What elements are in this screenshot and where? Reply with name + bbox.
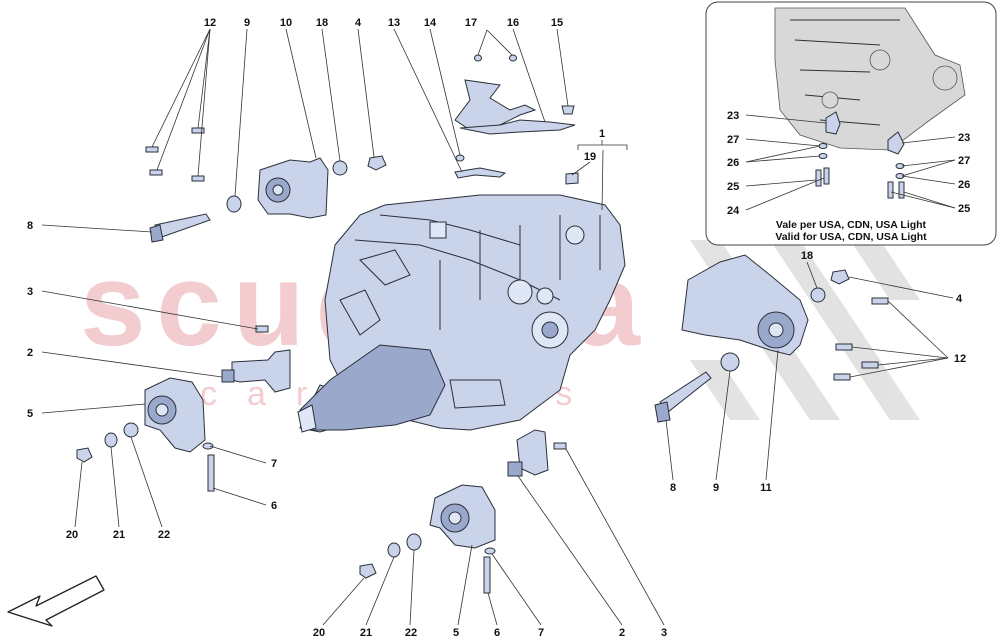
bolt-12-right-d — [833, 373, 851, 381]
callout: 20 — [66, 529, 78, 541]
inset-callout: 27 — [958, 155, 970, 167]
callout: 11 — [760, 482, 772, 494]
nut-20-bottom — [359, 563, 377, 579]
callout: 16 — [507, 17, 519, 29]
nut-4-left — [367, 155, 387, 171]
inset-callout: 23 — [958, 132, 970, 144]
callout: 12 — [204, 17, 216, 29]
bolts-12-left — [145, 127, 205, 182]
callout: 19 — [584, 151, 596, 163]
rubber-mount-5-bottom — [429, 484, 496, 549]
left-mount-bracket — [257, 157, 329, 219]
callouts-left: 8 3 2 5 7 6 20 21 22 — [27, 220, 277, 541]
inset-callouts: 23 27 26 25 24 23 27 26 25 — [727, 110, 970, 217]
callout: 2 — [619, 627, 625, 639]
inset-callout: 25 — [727, 181, 739, 193]
callout: 21 — [113, 529, 125, 541]
screw-3-bottom — [553, 442, 567, 450]
washer-9-right — [720, 352, 740, 372]
washer-21-left — [104, 432, 118, 448]
callout: 20 — [313, 627, 325, 639]
callouts-top: 12 9 10 18 4 13 14 17 16 15 1 19 — [204, 17, 605, 163]
bolt-12-right-c — [861, 361, 879, 369]
direction-arrow-icon — [7, 575, 105, 627]
bolt-12-right-a — [871, 297, 889, 305]
washer-22-left — [123, 422, 139, 438]
callout: 4 — [956, 293, 963, 305]
washer-7-bottom — [484, 547, 496, 555]
bracket-2-bottom — [507, 429, 549, 477]
callouts-bottom: 20 21 22 5 6 7 2 3 — [313, 627, 667, 639]
callout: 22 — [405, 627, 417, 639]
callouts-right: 18 4 12 8 9 11 — [670, 250, 966, 494]
callout: 6 — [271, 500, 277, 512]
callout: 1 — [599, 128, 605, 140]
inset-callout: 26 — [727, 157, 739, 169]
callout: 4 — [355, 17, 362, 29]
nut-20-left — [76, 447, 93, 463]
callout: 15 — [551, 17, 563, 29]
long-bolt-8-left — [149, 213, 211, 243]
inset-panel: 23 27 26 25 24 23 27 26 25 Vale per USA,… — [705, 1, 997, 246]
washer-7-left — [202, 442, 214, 450]
callout: 12 — [954, 353, 966, 365]
washer-22-bottom — [406, 533, 422, 551]
callout: 14 — [424, 17, 437, 29]
inset-leaders — [745, 114, 956, 211]
bolt-6-bottom — [483, 556, 491, 594]
inset-callout: 23 — [727, 110, 739, 122]
callout: 2 — [27, 347, 33, 359]
inset-callout: 24 — [727, 205, 740, 217]
callout: 18 — [316, 17, 328, 29]
callout: 21 — [360, 627, 372, 639]
washer-9-left — [226, 195, 242, 213]
leader-lines — [41, 28, 954, 626]
callout: 10 — [280, 17, 292, 29]
inset-note-en: Valid for USA, CDN, USA Light — [775, 231, 927, 243]
bracket-2-left — [221, 349, 291, 393]
inset-note-it: Vale per USA, CDN, USA Light — [776, 219, 927, 231]
callout: 6 — [494, 627, 500, 639]
gearbox-housing — [297, 194, 626, 433]
watermark-checker — [690, 240, 920, 420]
nut-4-right — [830, 269, 850, 285]
callout: 3 — [27, 286, 33, 298]
rubber-mount-5-left — [144, 377, 206, 453]
callout: 13 — [388, 17, 400, 29]
selector-assembly — [454, 54, 576, 179]
callout: 7 — [538, 627, 544, 639]
callout: 9 — [713, 482, 719, 494]
callout: 9 — [244, 17, 250, 29]
long-bolt-8-right — [654, 371, 712, 423]
right-mount-bracket — [681, 254, 809, 356]
callout: 3 — [661, 627, 667, 639]
bolt-12-right-b — [835, 343, 853, 351]
callout: 5 — [453, 627, 459, 639]
inset-callout: 26 — [958, 179, 970, 191]
washer-21-bottom — [387, 542, 401, 558]
callout: 8 — [670, 482, 676, 494]
callout: 7 — [271, 458, 277, 470]
inset-callout: 27 — [727, 134, 739, 146]
washer-18-left — [332, 160, 348, 176]
callout: 18 — [801, 250, 813, 262]
inset-callout: 25 — [958, 203, 970, 215]
callout: 17 — [465, 17, 477, 29]
callout: 5 — [27, 408, 33, 420]
washer-18-right — [810, 287, 826, 303]
bolt-6-left — [207, 454, 215, 492]
callout: 8 — [27, 220, 33, 232]
inset-gearbox-detail — [774, 7, 966, 199]
callout: 22 — [158, 529, 170, 541]
